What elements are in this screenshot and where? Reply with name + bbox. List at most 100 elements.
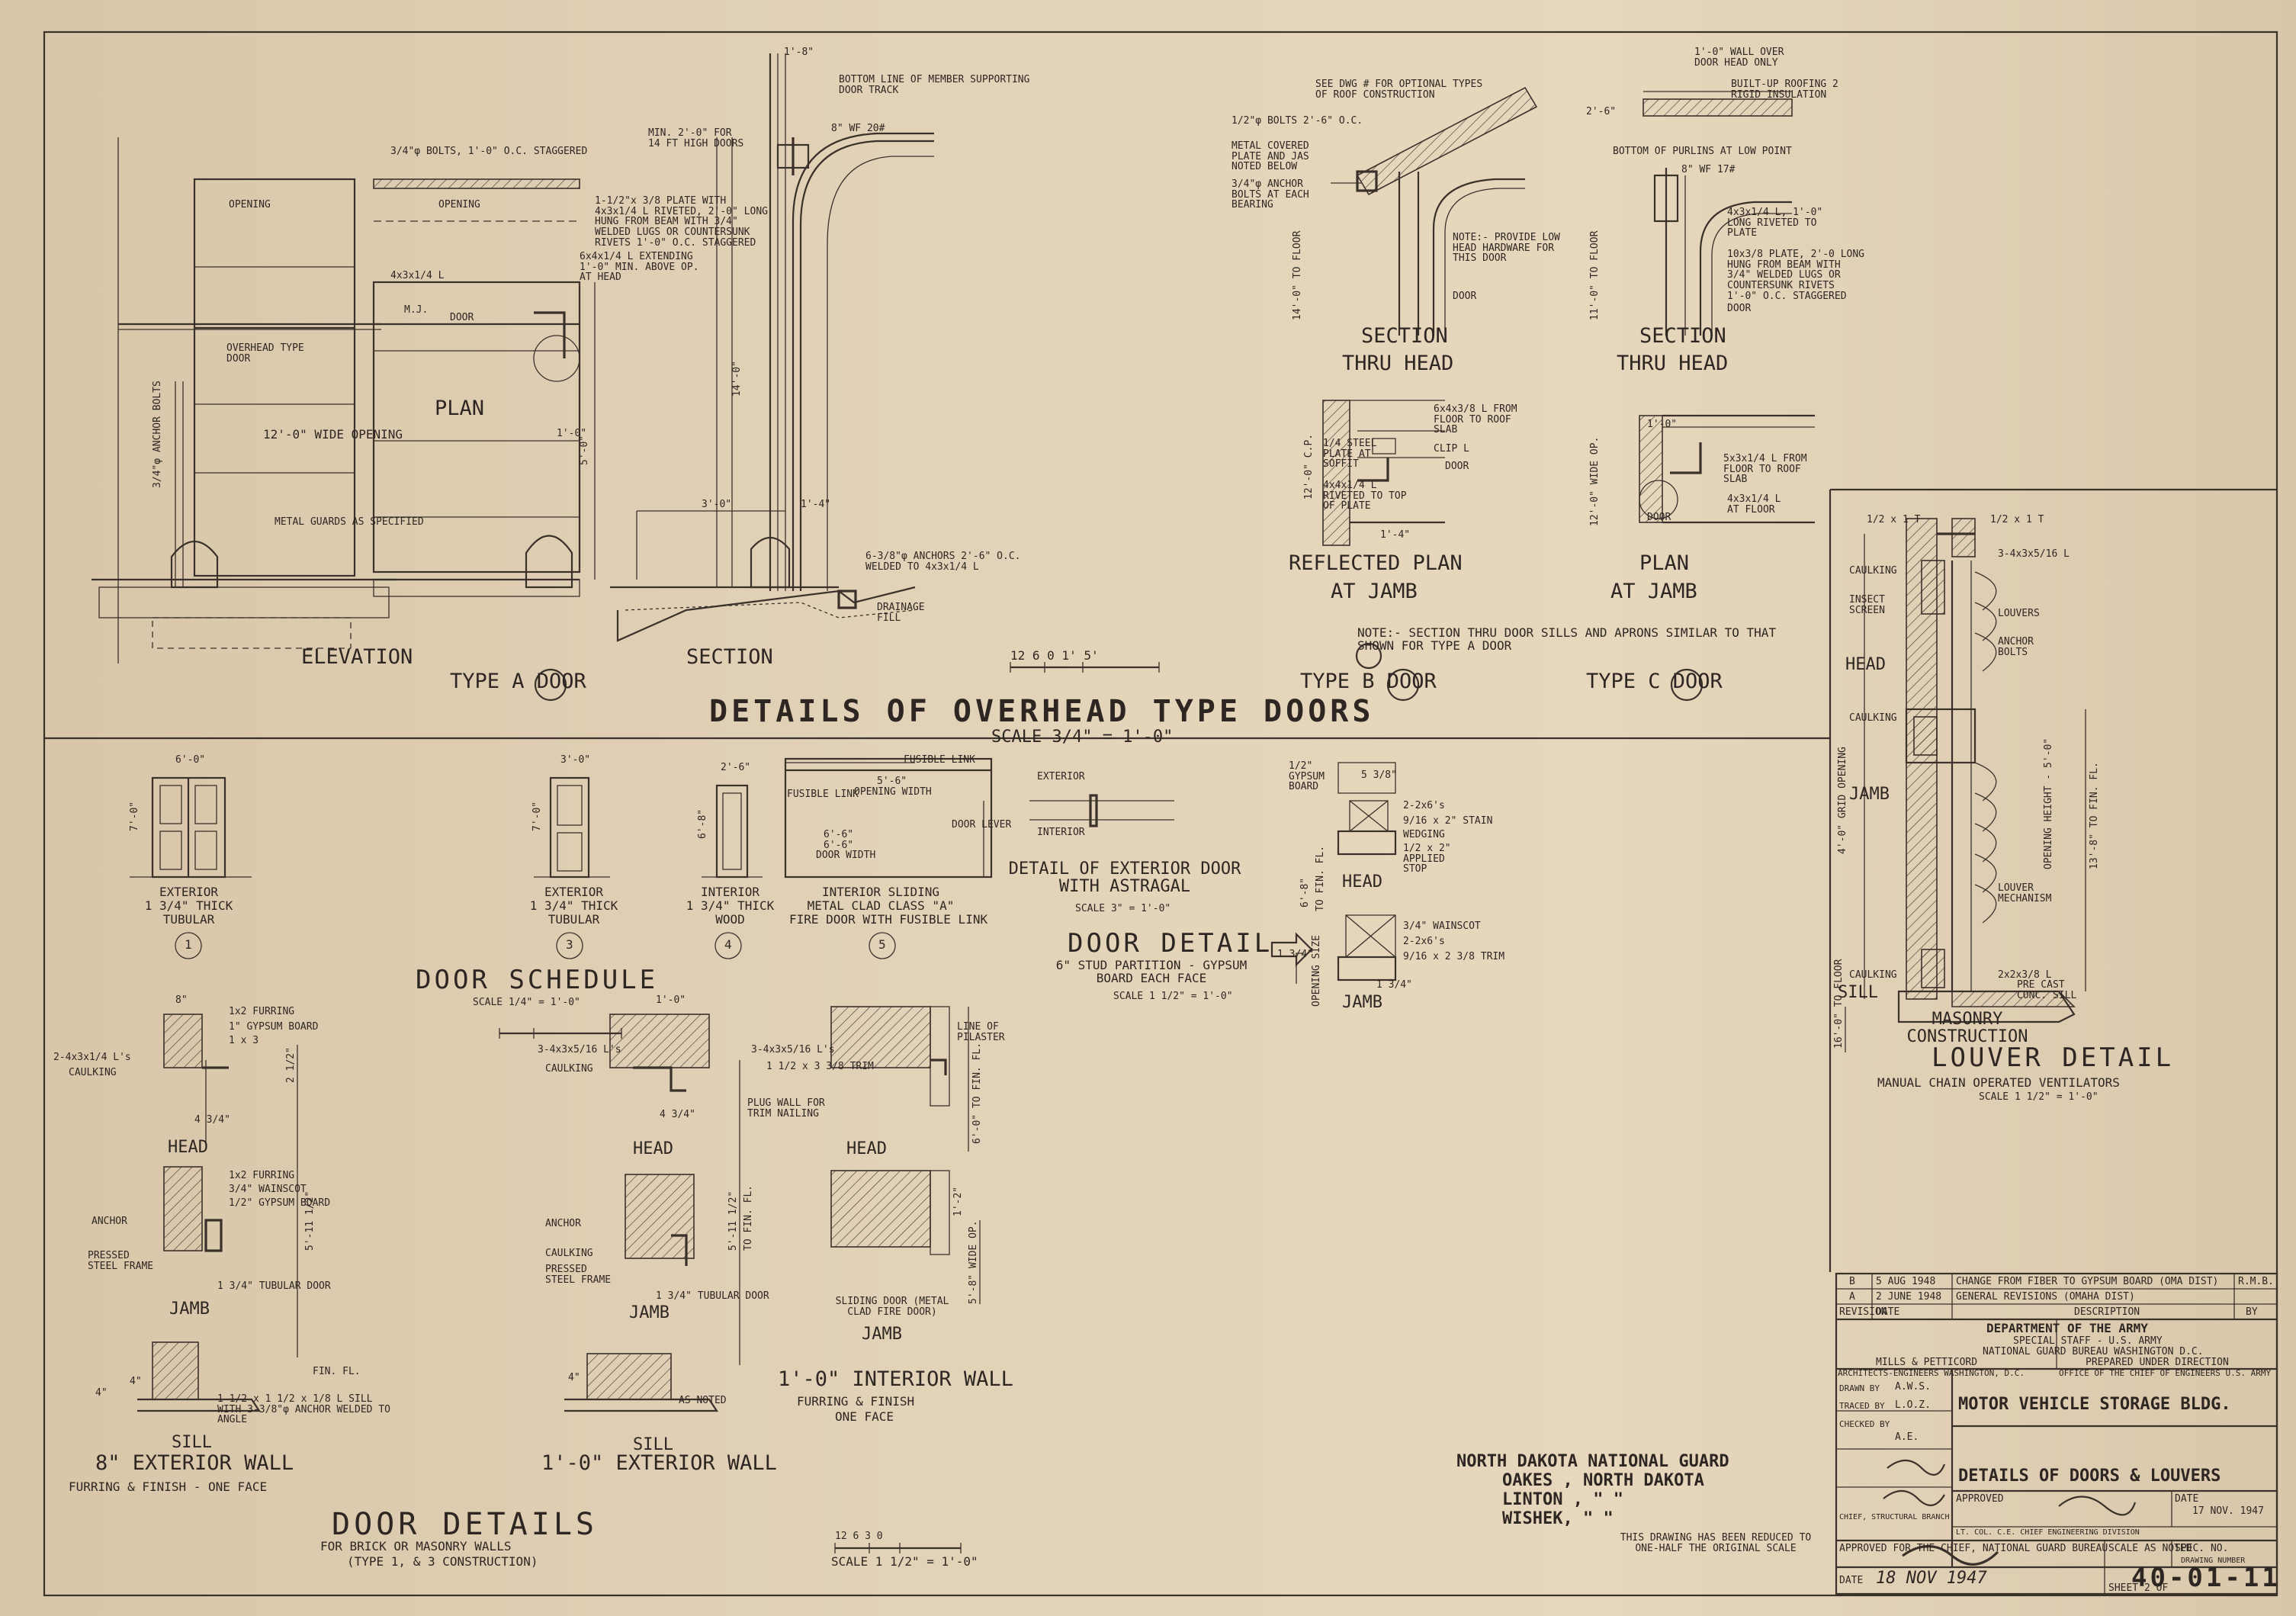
louver-note-14: PRE CAST CONC. SILL — [2017, 979, 2077, 1001]
int-note-4: 6'-0" TO FIN. FL. — [971, 1042, 983, 1144]
wall-8-sill: SILL — [172, 1433, 212, 1452]
louver-note-7: CAULKING — [1849, 712, 1897, 724]
door-details-sub2: (TYPE 1, & 3 CONSTRUCTION) — [347, 1554, 538, 1569]
title-block-frame — [1835, 1272, 2278, 1595]
rev-h-0: REVISION — [1839, 1306, 1887, 1318]
type-c-plan-label: PLAN — [1639, 551, 1690, 575]
note-c-3: BOTTOM OF PURLINS AT LOW POINT — [1613, 146, 1792, 157]
tb-drawing-title: DETAILS OF DOORS & LOUVERS — [1958, 1467, 2221, 1486]
louver-note-5: LOUVERS — [1998, 608, 2040, 619]
note-a-3: 1-1/2"x 3/8 PLATE WITH 4x3x1/4 L RIVETED… — [595, 195, 768, 249]
louver-subtitle: MANUAL CHAIN OPERATED VENTILATORS — [1877, 1075, 2120, 1090]
type-a-section — [610, 53, 934, 642]
door-3-height: 7'-0" — [531, 801, 543, 831]
agency-line2: OAKES , NORTH DAKOTA — [1502, 1471, 1704, 1490]
w8-note-4: 2-4x3x1/4 L's — [53, 1052, 131, 1063]
dd-note-10: 9/16 x 2 3/8 TRIM — [1403, 951, 1505, 962]
note-a-19: 1'-4" — [801, 499, 831, 510]
type-c-section-label: SECTION — [1639, 324, 1726, 348]
rev-a-mark: A — [1849, 1291, 1855, 1303]
louver-detail-lines — [1845, 518, 2086, 1052]
agency-line1: NORTH DAKOTA NATIONAL GUARD — [1456, 1452, 1729, 1471]
w8-note-0: 8" — [175, 994, 188, 1006]
wall-interior-lines — [830, 1006, 981, 1304]
door-details-sub: FOR BRICK OR MASONRY WALLS — [320, 1539, 512, 1553]
tb-dept: DEPARTMENT OF THE ARMY — [1986, 1321, 2148, 1335]
note-a-4: 6x4x1/4 L EXTENDING 1'-0" MIN. ABOVE OP.… — [580, 251, 699, 284]
tb-architects2: ARCHITECTS-ENGINEERS WASHINGTON, D.C. — [1838, 1368, 2025, 1378]
rev-b-by: R.M.B. — [2238, 1276, 2274, 1287]
dd-note-2: 2-2x6's — [1403, 800, 1445, 811]
sliding-note-2: 5'-6" — [877, 776, 907, 787]
door-1-desc-2: TUBULAR — [162, 912, 215, 927]
signature-mark — [2058, 1496, 2137, 1516]
w12-note-7: 1 3/4" TUBULAR DOOR — [656, 1290, 769, 1302]
tb-drawn: A.W.S. — [1895, 1381, 1931, 1393]
note-b-3: 3/4"φ ANCHOR BOLTS AT EACH BEARING — [1231, 178, 1309, 211]
w8-note-11: ANCHOR — [92, 1216, 127, 1227]
louver-note-1: 1/2 x 1 T — [1990, 514, 2044, 525]
tb-staff: SPECIAL STAFF - U.S. ARMY — [2013, 1335, 2163, 1347]
door-5-width: 6'-6" — [824, 840, 854, 851]
note-a-2: OPENING — [438, 199, 480, 210]
note-c-10: 4x3x1/4 L AT FLOOR — [1727, 493, 1781, 516]
dd-note-9: 2-2x6's — [1403, 936, 1445, 947]
w12-note-4: ANCHOR — [545, 1218, 581, 1229]
overhead-note: NOTE:- SECTION THRU DOOR SILLS AND APRON… — [1357, 625, 1777, 653]
w8-note-3: 1 x 3 — [229, 1035, 259, 1046]
note-a-22: 1'-8" — [784, 47, 814, 58]
door-3-desc-1: 1 3/4" THICK — [529, 898, 618, 913]
door-1-num: 1 — [185, 937, 192, 952]
note-a-7: DOOR — [450, 312, 474, 323]
type-c-section-sub: THRU HEAD — [1617, 352, 1729, 375]
type-b-plan-sub: AT JAMB — [1331, 580, 1418, 603]
sliding-note-6: DOOR LEVER — [952, 819, 1012, 830]
louver-note-8: 4'-0" GRID OPENING — [1837, 747, 1848, 854]
note-a-20: 6-3/8"φ ANCHORS 2'-6" O.C. WELDED TO 4x3… — [865, 551, 1021, 573]
rev-a-date: 2 JUNE 1948 — [1876, 1291, 1942, 1303]
tb-spec-label: SPEC. NO. — [2175, 1543, 2229, 1554]
w12-note-0: 1'-0" — [656, 994, 686, 1006]
tb-bureau: NATIONAL GUARD BUREAU WASHINGTON D.C. — [1983, 1346, 2204, 1357]
interior-jamb: JAMB — [862, 1325, 902, 1344]
w12-note-3: 4 3/4" — [660, 1109, 695, 1120]
note-c-0: 1'-0" WALL OVER DOOR HEAD ONLY — [1694, 47, 1784, 69]
louver-note-15: 16'-0" TO FLOOR — [1833, 959, 1845, 1049]
interior-title: 1'-0" INTERIOR WALL — [778, 1367, 1013, 1391]
note-a-21: DRAINAGE FILL — [877, 602, 925, 624]
tb-date2: 18 NOV 1947 — [1876, 1569, 1987, 1588]
note-c-7: DOOR — [1727, 303, 1752, 314]
tb-drawn-label: DRAWN BY — [1839, 1383, 1880, 1393]
wall-12-lines — [564, 1014, 740, 1412]
door-detail-lines — [1270, 762, 1397, 984]
astragal-scale: SCALE 3" = 1'-0" — [1075, 903, 1171, 914]
tb-traced-label: TRACED BY — [1839, 1401, 1885, 1411]
overhead-bar-scale: 12 6 0 1' 5' — [1010, 648, 1099, 663]
note-b-1: 1/2"φ BOLTS 2'-6" O.C. — [1231, 115, 1363, 127]
w12-note-9: 5'-11 1/2" — [727, 1190, 739, 1251]
agency-line3: LINTON , " " — [1502, 1490, 1623, 1509]
door-4-desc-2: WOOD — [715, 912, 745, 927]
door-details-scale: SCALE 1 1/2" = 1'-0" — [831, 1554, 978, 1569]
type-c-plan-sub: AT JAMB — [1610, 580, 1697, 603]
note-a-11: METAL GUARDS AS SPECIFIED — [275, 516, 424, 528]
louver-note-6: ANCHOR BOLTS — [1998, 636, 2034, 658]
rev-h-1: DATE — [1876, 1306, 1900, 1318]
door-schedule-scale: SCALE 1/4" = 1'-0" — [473, 997, 580, 1008]
interior-sub: FURRING & FINISH — [797, 1394, 915, 1409]
note-a-9: 12'-0" WIDE OPENING — [263, 427, 403, 442]
wall-12-sill: SILL — [633, 1435, 673, 1454]
sliding-note-5: DOOR WIDTH — [816, 850, 876, 861]
w8-note-14: 5'-11 1/2" — [304, 1190, 316, 1251]
type-a-plan — [372, 178, 785, 597]
note-a-13: MIN. 2'-0" FOR 14 FT HIGH DOORS — [648, 127, 744, 149]
w8-note-7: 2 1/2" — [285, 1047, 297, 1083]
wall-8-lines — [137, 1014, 298, 1412]
louver-sill: SILL — [1838, 983, 1878, 1002]
sliding-note-7: EXTERIOR — [1037, 771, 1085, 782]
type-c-section-head — [1643, 91, 1793, 336]
note-b-12: 12'-0" C.P. — [1303, 433, 1315, 500]
door-schedule-lines — [130, 757, 1174, 959]
note-c-9: 5x3x1/4 L FROM FLOOR TO ROOF SLAB — [1723, 453, 1807, 486]
type-c-circle — [1670, 668, 1704, 702]
